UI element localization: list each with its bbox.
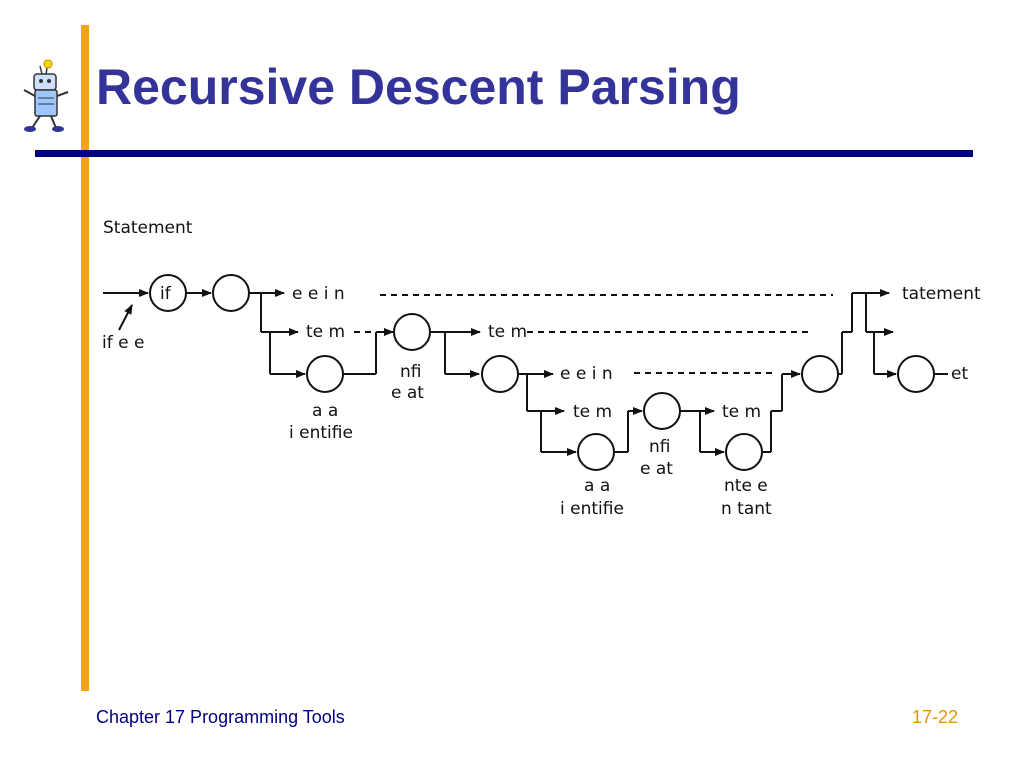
diagram-node <box>577 433 615 471</box>
node-label-term-2: te m <box>488 322 527 342</box>
footer-page-number: 17-22 <box>912 707 959 727</box>
accent-bar <box>81 25 89 691</box>
diagram-node <box>801 355 839 393</box>
diagram-node <box>306 355 344 393</box>
slide-title: Recursive Descent Parsing <box>96 59 741 115</box>
node-label-nfi-2-line-2: e at <box>640 459 673 479</box>
node-label-if: if <box>160 284 172 304</box>
diagram-heading: Statement <box>103 218 193 238</box>
diagram-node <box>725 433 763 471</box>
node-label-aa-2-line-1: a a <box>584 476 610 496</box>
title-underline <box>35 150 973 157</box>
node-label-statement-out: tatement <box>902 284 981 304</box>
node-label-const-line-1: nte e <box>724 476 768 496</box>
node-label-aa-2-line-2: i entifie <box>560 499 624 519</box>
footer-chapter: Chapter 17 Programming Tools <box>96 707 345 727</box>
node-label-nfi-2-line-1: nfi <box>649 437 670 457</box>
diagram-node <box>393 313 431 351</box>
diagram-node <box>643 392 681 430</box>
node-label-nfi-1-line-1: nfi <box>400 362 421 382</box>
node-label-term-3: te m <box>573 402 612 422</box>
node-label-term-4: te m <box>722 402 761 422</box>
node-label-aa-1-line-1: a a <box>312 401 338 421</box>
diagram-node <box>212 274 250 312</box>
diagram-node <box>481 355 519 393</box>
node-label-aa-1-line-2: i entifie <box>289 423 353 443</box>
node-label-term-1: te m <box>306 322 345 342</box>
node-label-else-2: e e i n <box>560 364 613 384</box>
node-label-const-line-2: n tant <box>721 499 772 519</box>
robot-mascot-icon <box>23 59 69 132</box>
node-label-nfi-1-line-2: e at <box>391 383 424 403</box>
diagram-node <box>897 355 935 393</box>
node-label-else-1: e e i n <box>292 284 345 304</box>
node-label-et: et <box>951 364 968 384</box>
node-label-if-entry: if e e <box>102 333 144 353</box>
